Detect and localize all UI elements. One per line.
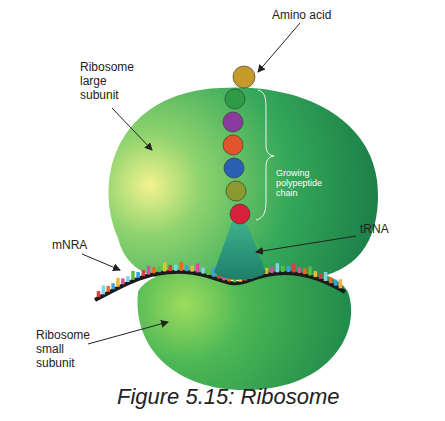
trna-shape — [214, 222, 266, 280]
codon-tick — [334, 280, 338, 286]
codon-tick — [207, 269, 211, 275]
codon-tick — [185, 265, 189, 271]
codon-tick — [190, 266, 194, 272]
codon-tick — [102, 285, 106, 294]
figure-caption: Figure 5.15: Ribosome — [117, 384, 340, 410]
leader-line — [112, 108, 152, 150]
codon-tick — [196, 263, 200, 272]
codon-tick — [106, 286, 110, 292]
codon-tick — [292, 263, 296, 272]
codon-tick — [163, 262, 167, 271]
codon-tick — [152, 267, 156, 273]
part-label: mNRA — [52, 238, 96, 252]
codon-tick — [116, 278, 120, 287]
codon-tick — [131, 271, 135, 280]
codon-tick — [147, 266, 151, 275]
leader-line — [82, 254, 120, 270]
part-label: Amino acid — [272, 8, 362, 22]
codon-tick — [281, 266, 285, 272]
codon-tick — [111, 283, 115, 289]
codon-tick — [329, 277, 333, 283]
codon-tick — [168, 265, 172, 271]
codon-tick — [270, 267, 274, 273]
codon-tick — [121, 278, 125, 284]
leader-line — [88, 322, 168, 344]
codon-tick — [308, 266, 312, 275]
codon-tick — [298, 267, 302, 273]
codon-tick — [314, 271, 318, 277]
codon-tick — [126, 276, 130, 282]
codon-tick — [276, 263, 280, 272]
codon-tick — [201, 268, 205, 274]
codon-tick — [136, 272, 140, 278]
chain-bracket — [256, 90, 274, 220]
codon-tick — [319, 273, 323, 279]
codon-tick — [97, 291, 101, 297]
polypeptide-chain — [223, 66, 255, 224]
part-label: Growing polypeptide chain — [276, 168, 328, 198]
large-subunit — [109, 87, 379, 280]
codon-tick — [303, 268, 307, 274]
small-subunit — [137, 271, 351, 390]
part-label: Ribosome small subunit — [36, 328, 92, 370]
part-label: Ribosome large subunit — [80, 60, 142, 102]
codon-tick — [179, 262, 183, 271]
leader-line — [256, 236, 356, 252]
codon-tick — [158, 266, 162, 272]
codon-tick — [142, 270, 146, 276]
codon-tick — [174, 265, 178, 271]
codon-tick — [339, 279, 343, 288]
codon-tick — [324, 272, 328, 281]
codon-tick — [287, 266, 291, 272]
leader-line — [258, 23, 300, 72]
part-label: tRNA — [360, 222, 400, 236]
